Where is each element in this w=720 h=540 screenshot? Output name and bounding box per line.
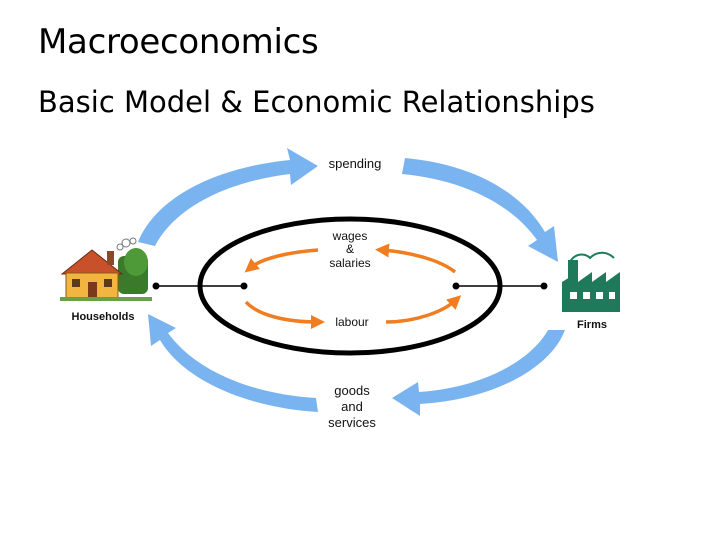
spending-arrow-right bbox=[402, 158, 558, 262]
slide-title: Macroeconomics bbox=[38, 22, 319, 62]
households-label: Households bbox=[72, 311, 135, 323]
goods-label-line3: services bbox=[328, 415, 376, 430]
factory-icon bbox=[562, 251, 620, 312]
slide-subtitle: Basic Model & Economic Relationships bbox=[38, 85, 595, 119]
goods-label-line1: goods bbox=[334, 383, 370, 398]
wages-arrow-left bbox=[244, 248, 319, 273]
connector-dot bbox=[452, 282, 460, 290]
house-icon bbox=[60, 237, 152, 301]
connector-dot bbox=[152, 282, 160, 290]
wages-label-line1: wages bbox=[332, 229, 368, 243]
firms-label: Firms bbox=[577, 319, 607, 331]
connector-lines bbox=[152, 282, 548, 290]
wages-arrow-right bbox=[375, 243, 457, 274]
spending-label: spending bbox=[329, 156, 382, 171]
labour-label: labour bbox=[335, 315, 368, 329]
goods-label-line2: and bbox=[341, 399, 363, 414]
connector-dot bbox=[540, 282, 548, 290]
labour-arrow-left bbox=[244, 300, 325, 329]
goods-arrow-right bbox=[392, 330, 565, 416]
outer-flow-arrows bbox=[138, 148, 565, 416]
wages-label-line2: & bbox=[346, 242, 354, 256]
wages-label-line3: salaries bbox=[329, 256, 370, 270]
inner-flow-arrows bbox=[244, 243, 462, 329]
labour-arrow-right bbox=[385, 295, 462, 324]
connector-dot bbox=[240, 282, 248, 290]
spending-arrow-left bbox=[138, 148, 318, 246]
goods-arrow-left bbox=[148, 314, 318, 412]
